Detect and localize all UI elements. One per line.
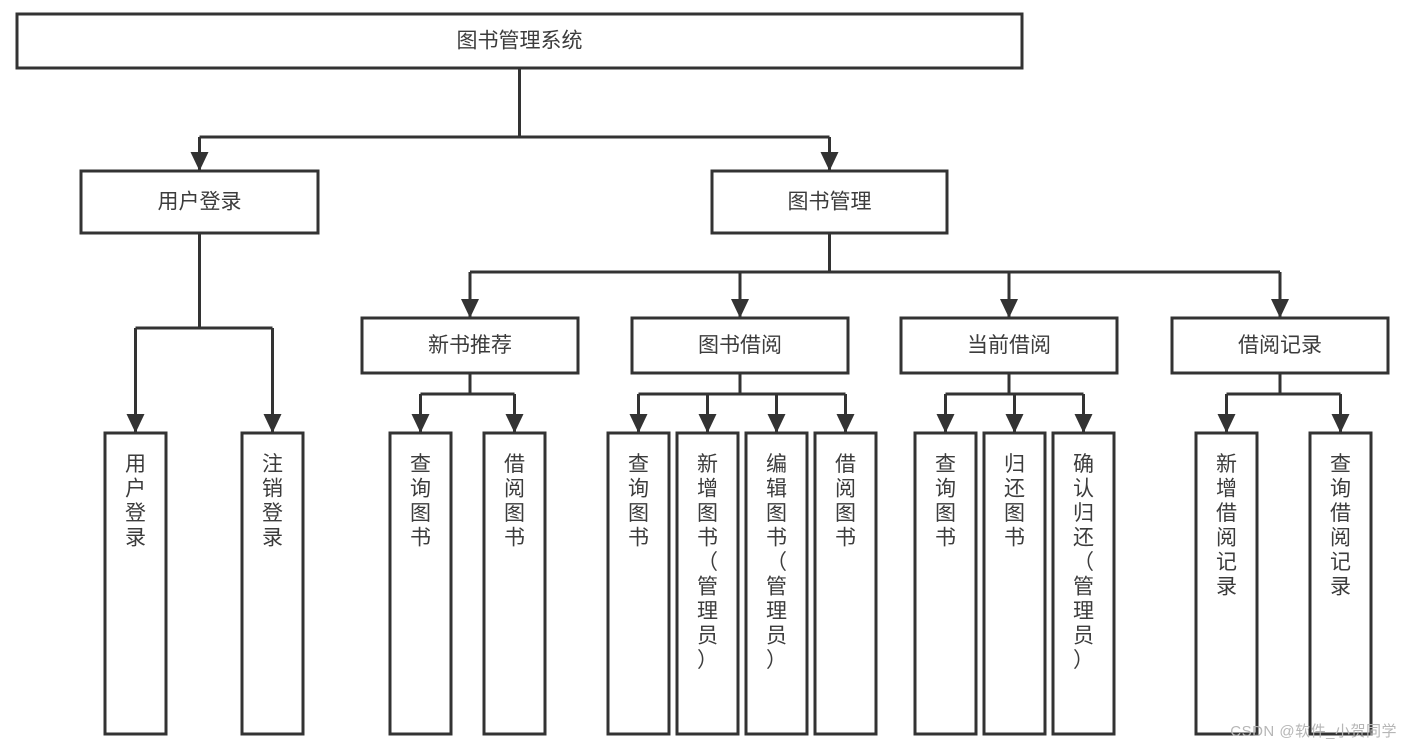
node-label: 注销登录	[262, 453, 283, 550]
node-label: 归还图书	[1004, 453, 1025, 550]
arrow-head-icon	[698, 414, 717, 433]
node-leaf-leaf-current-query-book[interactable]	[913, 431, 978, 736]
arrow-head-icon	[767, 414, 786, 433]
node-leaf-leaf-recommend-query-book[interactable]	[388, 431, 453, 736]
node-label: 当前借阅	[967, 334, 1051, 357]
node-label: 查询图书	[628, 453, 649, 550]
arrow-head-icon	[1331, 414, 1350, 433]
arrow-head-icon	[1000, 299, 1018, 318]
node-level2-current-borrow[interactable]	[899, 316, 1119, 375]
node-level2-borrow-record[interactable]	[1170, 316, 1390, 375]
arrow-head-icon	[731, 299, 749, 318]
node-leaf-leaf-record-query[interactable]	[1308, 431, 1373, 736]
watermark-label: CSDN @软件_小贺同学	[1230, 723, 1397, 740]
node-label: 查询图书	[935, 453, 956, 550]
node-label: 借阅图书	[835, 453, 856, 550]
arrow-head-icon	[629, 414, 648, 433]
node-label: 用户登录	[158, 191, 242, 214]
node-level2-new-book-recommend[interactable]	[360, 316, 580, 375]
node-labels-layer: 图书管理系统用户登录图书管理新书推荐图书借阅当前借阅借阅记录用户登录注销登录查询…	[125, 30, 1351, 672]
node-leaf-leaf-borrow-add-book[interactable]	[675, 431, 740, 736]
arrow-head-icon	[263, 414, 282, 433]
node-level2-book-borrow[interactable]	[630, 316, 850, 375]
node-leaf-leaf-borrow-edit-book[interactable]	[744, 431, 809, 736]
arrow-head-icon	[836, 414, 855, 433]
node-label: 用户登录	[125, 453, 146, 550]
node-leaf-leaf-borrow-borrow-book[interactable]	[813, 431, 878, 736]
arrow-head-icon	[1005, 414, 1024, 433]
node-leaf-leaf-user-login[interactable]	[103, 431, 168, 736]
node-leaf-leaf-current-confirm-return[interactable]	[1051, 431, 1116, 736]
node-level1-user-login[interactable]	[79, 169, 320, 235]
node-label: 确认归还（管理员）	[1073, 453, 1094, 672]
arrow-head-icon	[1074, 414, 1093, 433]
node-level1-book-management[interactable]	[710, 169, 949, 235]
arrow-head-icon	[126, 414, 145, 433]
node-label: 借阅记录	[1238, 334, 1322, 357]
arrow-head-icon	[411, 414, 430, 433]
node-leaf-leaf-record-add[interactable]	[1194, 431, 1259, 736]
node-label: 图书管理	[788, 191, 872, 214]
node-boxes-layer	[15, 12, 1390, 736]
node-leaf-leaf-current-return-book[interactable]	[982, 431, 1047, 736]
arrow-head-icon	[936, 414, 955, 433]
node-leaf-leaf-borrow-query-book[interactable]	[606, 431, 671, 736]
node-label: 借阅图书	[504, 453, 525, 550]
node-label: 图书借阅	[698, 334, 782, 357]
node-leaf-leaf-recommend-borrow-book[interactable]	[482, 431, 547, 736]
connectors-layer	[126, 68, 1350, 433]
arrow-head-icon	[820, 152, 839, 171]
node-root-root[interactable]	[15, 12, 1024, 70]
arrow-head-icon	[1271, 299, 1289, 318]
node-label: 图书管理系统	[457, 30, 583, 53]
node-label: 查询图书	[410, 453, 431, 550]
node-label: 新增图书（管理员）	[697, 453, 718, 672]
node-label: 新增借阅记录	[1216, 453, 1237, 599]
node-label: 新书推荐	[428, 334, 512, 357]
node-leaf-leaf-user-logout[interactable]	[240, 431, 305, 736]
node-label: 查询借阅记录	[1330, 453, 1351, 599]
arrow-head-icon	[190, 152, 209, 171]
arrow-head-icon	[1217, 414, 1236, 433]
arrow-head-icon	[505, 414, 524, 433]
node-label: 编辑图书（管理员）	[766, 453, 787, 672]
arrow-head-icon	[461, 299, 479, 318]
